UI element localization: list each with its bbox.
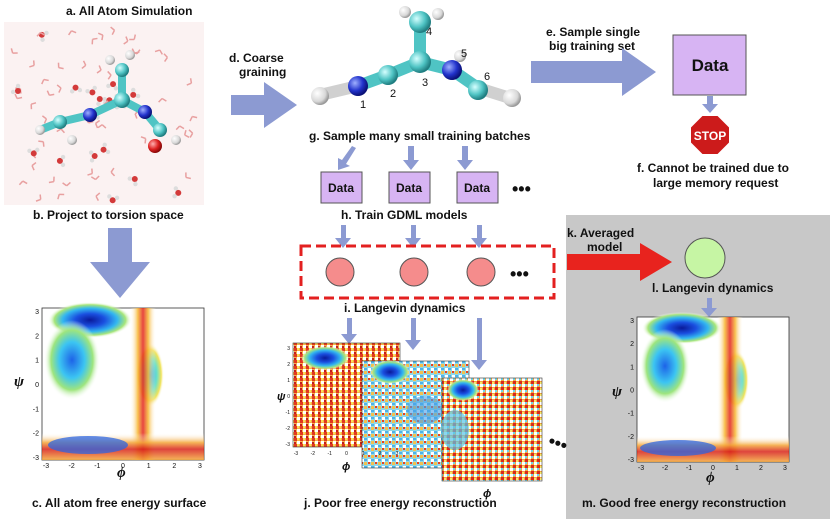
good-plot-x-symbol: ϕ <box>706 470 715 486</box>
small-data-label-1: Data <box>328 181 354 195</box>
batch-arrow-1 <box>338 146 356 170</box>
label-h: h. Train GDML models <box>341 208 468 222</box>
x-tick-label: -2 <box>69 463 75 470</box>
x-tick-label: 3 <box>198 463 202 470</box>
y-tick-label: 1 <box>630 364 634 371</box>
left-plot-x-symbol: ϕ <box>117 465 126 481</box>
poor-plot-1-y-symbol: ψ <box>277 391 286 403</box>
y-tick-label: 0 <box>35 382 39 389</box>
atom-number-5: 5 <box>461 48 467 60</box>
small-data-label-2: Data <box>396 181 422 195</box>
all-atom-simulation-image <box>4 22 204 205</box>
y-tick-label: -1 <box>33 406 39 413</box>
label-d-line1: d. Coarse <box>229 51 284 65</box>
coarse-grained-molecule <box>311 6 521 107</box>
sample-big-set-arrow <box>531 48 656 96</box>
y-tick-label: -2 <box>286 426 291 432</box>
atom-number-2: 2 <box>390 88 396 100</box>
y-tick-label: -2 <box>628 434 634 441</box>
y-tick-label: 2 <box>630 341 634 348</box>
x-tick-label: 3 <box>396 451 399 457</box>
ellipsis-batches: ••• <box>512 179 531 199</box>
y-tick-label: 3 <box>630 318 634 325</box>
atom-number-1: 1 <box>360 99 366 111</box>
langevin-arrow-2 <box>405 318 421 350</box>
left-plot-y-symbol: ψ <box>14 374 25 390</box>
atom-number-3: 3 <box>422 77 428 89</box>
y-tick-label: -3 <box>628 457 634 464</box>
label-f-line2: large memory request <box>653 176 778 190</box>
x-tick-label: -1 <box>94 463 100 470</box>
good-free-energy-plot <box>637 312 789 462</box>
y-tick-label: -2 <box>33 431 39 438</box>
y-tick-label: 1 <box>35 358 39 365</box>
averaged-model-circle <box>685 238 725 278</box>
x-tick-label: -3 <box>638 465 644 472</box>
y-tick-label: 2 <box>287 362 290 368</box>
y-tick-label: 3 <box>287 346 290 352</box>
y-tick-label: 0 <box>630 388 634 395</box>
x-tick-label: 2 <box>379 451 382 457</box>
x-tick-label: 1 <box>735 465 739 472</box>
label-a: a. All Atom Simulation <box>66 4 192 18</box>
label-m: m. Good free energy reconstruction <box>582 496 786 510</box>
label-i: i. Langevin dynamics <box>344 301 466 315</box>
label-k-line1: k. Averaged <box>567 226 634 240</box>
x-tick-label: 0 <box>345 451 348 457</box>
gdml-model-1 <box>326 258 354 286</box>
y-tick-label: 1 <box>287 378 290 384</box>
poor-plot-1-x-symbol: ϕ <box>342 461 350 473</box>
langevin-arrow-3 <box>471 318 487 370</box>
projection-arrow <box>90 228 150 298</box>
all-atom-free-energy-plot <box>42 302 204 460</box>
y-tick-label: -3 <box>33 455 39 462</box>
label-c: c. All atom free energy surface <box>32 496 207 510</box>
x-tick-label: 1 <box>147 463 151 470</box>
y-tick-label: -3 <box>286 442 291 448</box>
y-tick-label: -1 <box>286 410 291 416</box>
y-tick-label: 3 <box>35 309 39 316</box>
coarse-graining-arrow <box>231 82 297 128</box>
label-k-line2: model <box>587 240 622 254</box>
batch-arrow-3 <box>457 146 473 170</box>
label-f-line1: f. Cannot be trained due to <box>637 161 789 175</box>
good-plot-y-symbol: ψ <box>612 384 623 400</box>
small-data-label-3: Data <box>464 181 490 195</box>
y-tick-label: 0 <box>287 394 290 400</box>
x-tick-label: -1 <box>686 465 692 472</box>
x-tick-label: -3 <box>294 451 299 457</box>
x-tick-label: -1 <box>327 451 332 457</box>
x-tick-label: -2 <box>311 451 316 457</box>
big-data-down-arrow <box>702 96 718 113</box>
gdml-model-3 <box>467 258 495 286</box>
gdml-model-2 <box>400 258 428 286</box>
langevin-arrow-1 <box>341 318 357 344</box>
label-g: g. Sample many small training batches <box>309 129 531 143</box>
y-tick-label: 2 <box>35 333 39 340</box>
label-b: b. Project to torsion space <box>33 208 184 222</box>
batch-arrow-2 <box>403 146 419 170</box>
x-tick-label: 2 <box>759 465 763 472</box>
x-tick-label: 2 <box>172 463 176 470</box>
x-tick-label: -3 <box>43 463 49 470</box>
x-tick-label: 1 <box>362 451 365 457</box>
stop-sign-text: STOP <box>694 129 726 143</box>
label-j: j. Poor free energy reconstruction <box>303 496 497 510</box>
y-tick-label: -1 <box>628 411 634 418</box>
big-data-label: Data <box>692 56 729 75</box>
atom-number-6: 6 <box>484 71 490 83</box>
ellipsis-models: ••• <box>510 264 529 284</box>
label-l: l. Langevin dynamics <box>652 281 774 295</box>
label-e-line1: e. Sample single <box>546 25 640 39</box>
x-tick-label: -2 <box>662 465 668 472</box>
x-tick-label: 3 <box>783 465 787 472</box>
atom-number-4: 4 <box>426 26 432 38</box>
label-d-line2: graining <box>239 65 286 79</box>
poor-reconstruction-plot-3 <box>441 378 542 481</box>
